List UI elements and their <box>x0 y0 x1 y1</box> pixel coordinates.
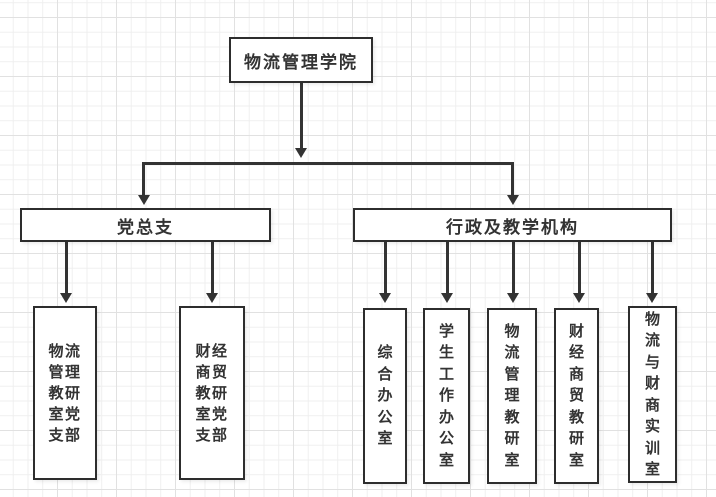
arrow-head <box>506 195 519 205</box>
arrow-head <box>60 293 72 303</box>
connector-party-child-2 <box>210 242 214 294</box>
connector-admin-child-3 <box>511 242 515 294</box>
node-admin-teaching[interactable]: 行政及教学机构 <box>353 208 672 242</box>
connector-drop-party <box>142 161 145 196</box>
node-admin-child-logistics-teaching[interactable]: 物流管理教研室 <box>487 308 537 484</box>
node-admin-child-finance-teaching[interactable]: 财经商贸教研室 <box>554 308 599 484</box>
arrow-head <box>441 293 453 303</box>
node-label: 学生工作办公室 <box>438 322 454 469</box>
node-label: 物流管理教研室党支部 <box>48 342 82 444</box>
arrow-head <box>206 293 218 303</box>
node-admin-child-student-office[interactable]: 学生工作办公室 <box>423 308 470 484</box>
node-admin-child-training-room[interactable]: 物流与财商实训室 <box>628 306 677 483</box>
node-admin-child-general-office[interactable]: 综合办公室 <box>363 308 407 484</box>
node-label: 财经商贸教研室 <box>568 322 584 469</box>
arrow-head <box>507 293 519 303</box>
node-label: 物流与财商实训室 <box>644 310 660 479</box>
connector-trunk <box>142 161 514 165</box>
node-admin-teaching-label: 行政及教学机构 <box>446 217 579 237</box>
node-party-child-finance[interactable]: 财经商贸教研室党支部 <box>179 306 245 480</box>
connector-admin-child-2 <box>445 242 449 294</box>
arrow-head <box>646 293 658 303</box>
connector-admin-child-5 <box>650 242 654 294</box>
node-party-branch[interactable]: 党总支 <box>20 208 271 242</box>
node-party-child-logistics[interactable]: 物流管理教研室党支部 <box>33 306 97 480</box>
connector-drop-admin <box>511 161 514 196</box>
node-root[interactable]: 物流管理学院 <box>229 37 373 83</box>
connector-party-child-1 <box>64 242 68 294</box>
node-party-branch-label: 党总支 <box>117 217 174 237</box>
node-label: 财经商贸教研室党支部 <box>195 342 229 444</box>
connector-root-stem <box>299 82 303 148</box>
connector-admin-child-4 <box>577 242 581 294</box>
arrow-head <box>379 293 391 303</box>
node-label: 物流管理教研室 <box>504 322 520 469</box>
arrow-head <box>137 195 150 205</box>
node-label: 综合办公室 <box>377 344 393 448</box>
connector-admin-child-1 <box>383 242 387 294</box>
arrow-head <box>573 293 585 303</box>
arrow-head <box>295 148 307 158</box>
node-root-label: 物流管理学院 <box>244 52 358 72</box>
